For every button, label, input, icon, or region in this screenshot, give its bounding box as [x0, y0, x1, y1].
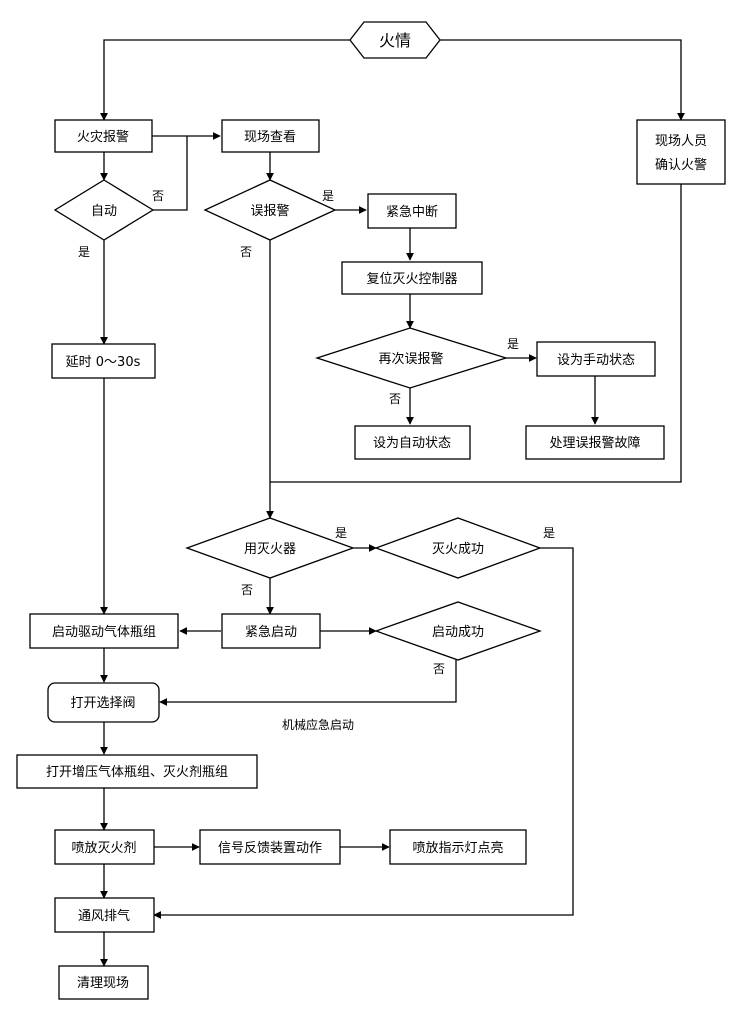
label-auto-no: 否: [152, 189, 164, 203]
node-open-valve: 打开选择阀: [47, 682, 160, 723]
node-extinguisher: 用灭火器: [185, 517, 355, 579]
node-false-again: 再次误报警: [314, 327, 509, 389]
nodes: 火情 火灾报警 现场查看 现场人员 确认火警 自动 误报警 紧急中断: [16, 21, 726, 1000]
node-emergency-start-text: 紧急启动: [245, 625, 297, 640]
edge-personnel-down: [270, 184, 682, 483]
node-false-alarm: 误报警: [203, 179, 337, 241]
node-ventilate: 通风排气: [54, 897, 155, 933]
label-start-no: 否: [433, 662, 445, 676]
label-mechanical: 机械应急启动: [282, 717, 354, 732]
edge-success-yes: [153, 547, 574, 919]
node-false-alarm-text: 误报警: [250, 203, 289, 219]
node-open-valve-text: 打开选择阀: [70, 696, 135, 711]
edge-start-no: [159, 660, 457, 706]
node-set-manual-text: 设为手动状态: [557, 353, 635, 368]
edges: [100, 39, 685, 967]
node-fire-text: 火情: [379, 31, 411, 50]
node-set-auto-text: 设为自动状态: [373, 436, 451, 451]
node-ext-success-text: 灭火成功: [432, 542, 484, 557]
label-ext-yes: 是: [335, 526, 347, 540]
edge-auto-no: [153, 136, 188, 211]
node-auto: 自动: [53, 179, 155, 241]
node-indicator-text: 喷放指示灯点亮: [412, 840, 503, 856]
label-ext-no: 否: [241, 583, 253, 597]
node-signal-feedback: 信号反馈装置动作: [199, 829, 341, 865]
node-emergency-stop: 紧急中断: [367, 193, 457, 229]
label-auto-yes: 是: [78, 245, 90, 259]
node-ventilate-text: 通风排气: [78, 908, 130, 924]
node-fire-alarm: 火灾报警: [54, 119, 153, 153]
node-auto-text: 自动: [91, 204, 117, 219]
node-personnel-line2: 确认火警: [655, 157, 707, 173]
edge-fire-to-personnel: [440, 39, 685, 121]
label-success-yes: 是: [543, 526, 555, 540]
node-site-check-text: 现场查看: [244, 129, 296, 145]
node-emergency-start: 紧急启动: [221, 613, 321, 649]
node-handle-fault: 处理误报警故障: [525, 425, 665, 460]
node-clean: 清理现场: [58, 965, 149, 1000]
node-open-pressure: 打开增压气体瓶组、灭火剂瓶组: [16, 754, 258, 789]
node-delay: 延时 0～30s: [51, 343, 156, 379]
node-indicator: 喷放指示灯点亮: [389, 829, 527, 865]
node-start-success: 启动成功: [374, 601, 542, 661]
node-start-cylinders-text: 启动驱动气体瓶组: [52, 624, 156, 640]
node-fire-alarm-text: 火灾报警: [77, 129, 129, 145]
node-personnel-line1: 现场人员: [655, 134, 707, 149]
node-start-success-text: 启动成功: [432, 625, 484, 640]
edge-fire-to-alarm: [100, 39, 350, 121]
node-spray-text: 喷放灭火剂: [71, 841, 136, 856]
node-set-manual: 设为手动状态: [536, 341, 656, 377]
node-reset-text: 复位灭火控制器: [366, 272, 457, 287]
node-emergency-stop-text: 紧急中断: [386, 205, 438, 220]
node-start-cylinders: 启动驱动气体瓶组: [29, 613, 179, 649]
node-set-auto: 设为自动状态: [354, 425, 471, 460]
node-fire: 火情: [349, 21, 441, 59]
label-again-yes: 是: [507, 337, 519, 351]
node-open-pressure-text: 打开增压气体瓶组、灭火剂瓶组: [46, 764, 228, 780]
node-delay-text: 延时 0～30s: [66, 355, 141, 370]
node-personnel: 现场人员 确认火警: [636, 119, 726, 185]
label-again-no: 否: [389, 392, 401, 406]
edge-labels: 否 是 是 否 是 否 是 否 是 否 机械应急启动: [78, 189, 555, 732]
label-false-no: 否: [240, 245, 252, 259]
node-spray: 喷放灭火剂: [54, 829, 155, 865]
node-clean-text: 清理现场: [77, 976, 129, 991]
node-site-check: 现场查看: [221, 119, 320, 153]
node-false-again-text: 再次误报警: [378, 351, 443, 367]
node-ext-success: 灭火成功: [374, 517, 542, 579]
node-signal-feedback-text: 信号反馈装置动作: [218, 841, 322, 856]
label-false-yes: 是: [322, 189, 334, 203]
node-reset: 复位灭火控制器: [341, 261, 483, 295]
node-extinguisher-text: 用灭火器: [244, 542, 296, 557]
node-handle-fault-text: 处理误报警故障: [549, 435, 640, 451]
